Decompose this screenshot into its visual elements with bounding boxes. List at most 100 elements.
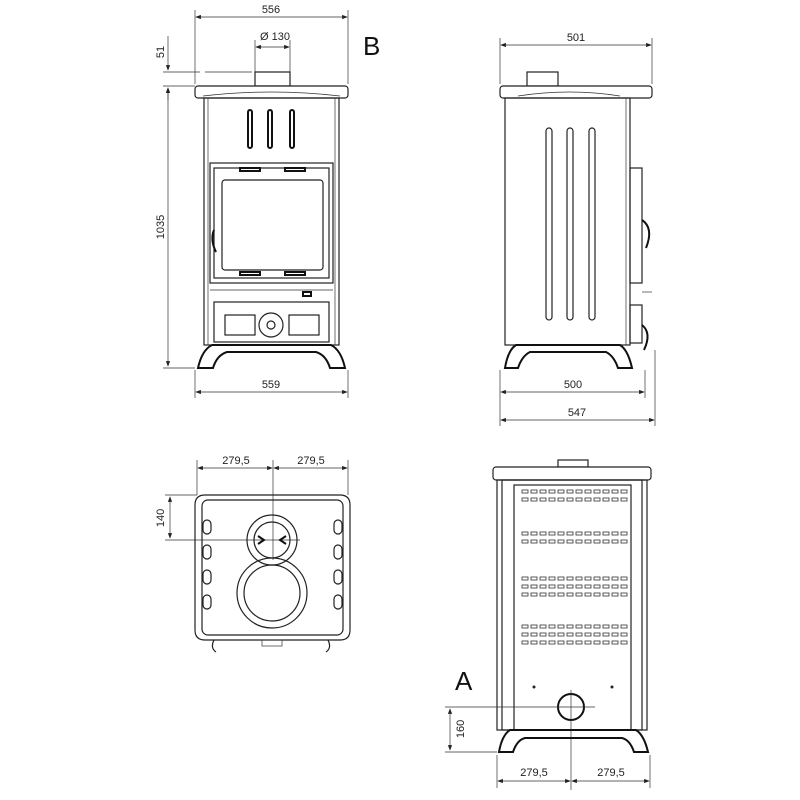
side-view: 501 500 547 [499,32,656,426]
vent-slot [575,640,583,645]
vent-slot [557,531,565,536]
vent-slot [521,640,529,645]
vent-slot [566,584,574,589]
vent-slot [548,576,556,581]
vent-slot [548,624,556,629]
vent-slot [566,539,574,544]
vent-slot [539,497,547,502]
ash-drawer [213,301,330,343]
vent-slot [620,531,628,536]
vent-slot [620,592,628,597]
vent-slot [584,576,592,581]
vent-slot [575,531,583,536]
vent-slot [521,539,529,544]
vent-slot [539,584,547,589]
vent-slot [575,497,583,502]
vent-slot [566,576,574,581]
vent-slot [566,632,574,637]
vent-slot [593,584,601,589]
front-view: 556 Ø 130 51 1035 559 B [155,4,380,398]
vent-slot [620,489,628,494]
vent-slot [611,592,619,597]
vent-slot [548,640,556,645]
vent-slot [611,624,619,629]
vent-slot [584,640,592,645]
door-glass [221,179,324,271]
view-label-b: B [363,31,380,61]
vent-slot [530,624,538,629]
vent-slot [620,497,628,502]
vent-slot [611,531,619,536]
vent-slot [593,592,601,597]
vent-slot [602,531,610,536]
stove-feet [196,344,347,369]
vent-slot [593,531,601,536]
vent-slot [539,489,547,494]
vent-slot [557,592,565,597]
vent-slot [602,539,610,544]
vent-slot [575,539,583,544]
vent-slot [521,576,529,581]
vent-slot [539,592,547,597]
vent-slot [557,576,565,581]
dim-top-flue-offset: 140 [155,509,167,527]
vent-slot [557,584,565,589]
vent-slot [602,489,610,494]
vent-slot [593,497,601,502]
vent-slot [611,584,619,589]
vent-slot [521,632,529,637]
vent-slot [575,592,583,597]
vent-slot [566,531,574,536]
vent-slot [593,624,601,629]
dim-rear-half-left: 279,5 [520,767,548,779]
vent-slot [584,624,592,629]
vent-slot [557,497,565,502]
vent-slot [620,632,628,637]
dim-flue-height: 51 [155,46,167,58]
dim-side-depth-feet: 500 [564,379,582,391]
flue-collar [526,71,559,87]
vent-slot [521,592,529,597]
vent-slot [530,632,538,637]
cooking-plate [236,557,308,629]
vent-slot [530,576,538,581]
vent-slot [548,592,556,597]
vent-slot [602,576,610,581]
vent-slot [521,497,529,502]
vent-slot [557,632,565,637]
ventilation-slots [521,489,628,645]
vent-slot [548,497,556,502]
vent-slot [557,624,565,629]
top-view: 279,5 279,5 140 [155,455,351,653]
vent-slot [521,624,529,629]
vent-slot [584,539,592,544]
side-bumps [202,519,343,610]
vent-slot [557,539,565,544]
dim-front-width-bottom: 559 [262,379,280,391]
vent-slot [611,640,619,645]
vent-slot [539,531,547,536]
dim-side-width-top: 501 [567,32,585,44]
vent-slot [611,497,619,502]
vent-slot [539,640,547,645]
vent-slot [575,489,583,494]
vent-slot [575,584,583,589]
vent-slot [566,624,574,629]
vent-slot [584,592,592,597]
vent-slot [602,592,610,597]
door-profile [629,167,643,284]
vent-slot [548,632,556,637]
vent-slot [530,489,538,494]
dim-flue-diameter: Ø 130 [260,31,290,43]
vent-slot [539,624,547,629]
dim-rear-half-right: 279,5 [597,767,625,779]
dim-top-half-right: 279,5 [297,455,325,467]
vent-slot [521,531,529,536]
vent-slot [593,489,601,494]
vent-slot [557,489,565,494]
dim-front-width-top: 556 [262,4,280,16]
fire-door [209,162,334,284]
vent-slot [611,632,619,637]
vent-slot [530,592,538,597]
